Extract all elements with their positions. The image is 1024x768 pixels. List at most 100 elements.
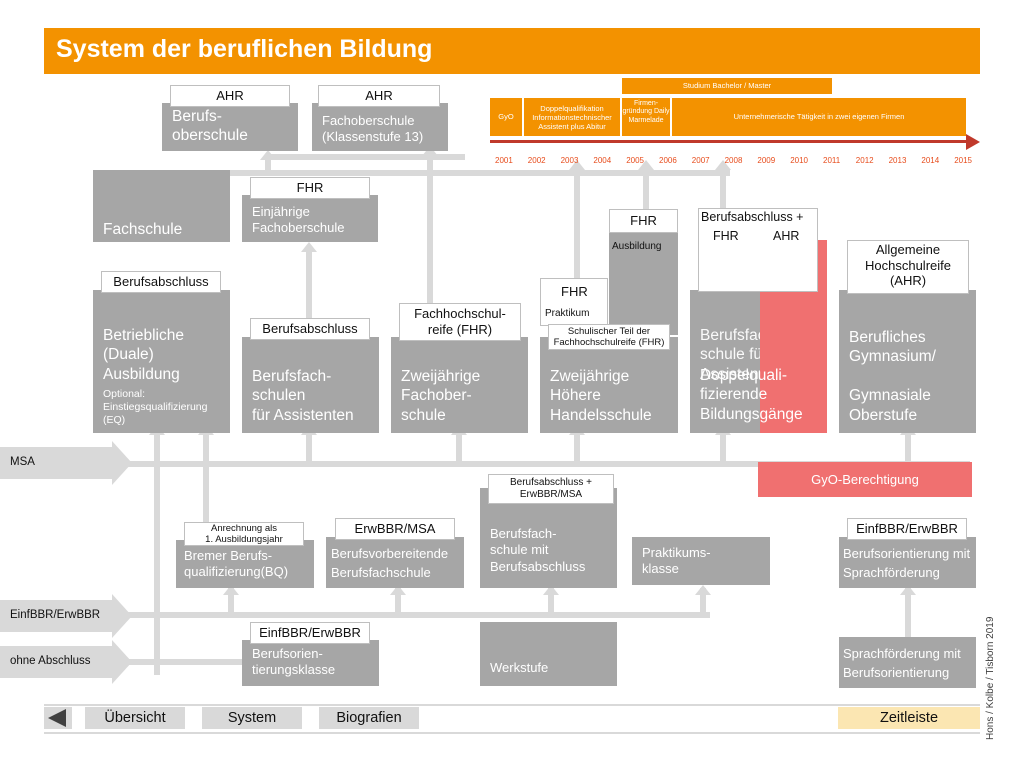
assistenten-tag: Berufsabschluss — [250, 318, 370, 340]
berufsvorbereitende-tag: ErwBBR/MSA — [335, 518, 455, 540]
studium-cell: Studium Bachelor / Master — [622, 78, 832, 94]
vline-9 — [643, 170, 649, 210]
fachoberschule13-label: Fachoberschule (Klassenstufe 13) — [322, 113, 424, 145]
gymnasium-tag: Allgemeine Hochschulreife (AHR) — [847, 240, 969, 294]
msa-line — [120, 461, 970, 467]
timeline-year: 2003 — [560, 156, 579, 165]
doppelqual-tag-fhr: FHR — [713, 229, 739, 243]
credit-text: Hons / Kolbe / Tisborn 2019 — [985, 616, 996, 740]
einjaehrige-label: Einjährige Fachoberschule — [252, 204, 345, 236]
page-title: System der beruflichen Bildung — [56, 35, 433, 63]
timeline-year: 2002 — [527, 156, 546, 165]
vline-10 — [720, 170, 726, 210]
unternehmerisch-cell: Unternehmerische Tätigkeit in zwei eigen… — [672, 98, 966, 136]
vline-1 — [154, 435, 160, 675]
berufsoberschule-box[interactable]: Berufs- oberschule — [162, 103, 298, 151]
berufsorientierung-box[interactable]: Berufsorientierung mit Sprachförderung — [839, 537, 976, 588]
arrow-up-icon — [260, 150, 276, 160]
handelsschule-praktikum: Praktikum — [545, 308, 590, 319]
vline-3 — [306, 248, 312, 318]
vline-15 — [395, 588, 401, 618]
timeline-year: 2005 — [626, 156, 644, 165]
arrow-up-icon — [695, 585, 711, 595]
uebersicht-button[interactable]: Übersicht — [85, 707, 185, 729]
berufsorientierung-label: Berufsorientierung mit Sprachförderung — [843, 546, 971, 580]
handelsschule-fhr: FHR — [561, 284, 588, 299]
arrow-up-icon — [301, 242, 317, 252]
praktikumsklasse-label: Praktikums- klasse — [642, 545, 711, 577]
gyo-cell: GyO — [490, 98, 522, 136]
sprachfoerderung-box[interactable]: Sprachförderung mit Berufsorientierung — [839, 637, 976, 688]
arrow-up-icon — [638, 160, 654, 170]
doppelqual-tag-top: Berufsabschluss + — [701, 210, 804, 224]
timeline-arrow-icon — [966, 134, 980, 150]
werkstufe-box[interactable]: Werkstufe — [480, 622, 617, 686]
fachoberschule13-tag: AHR — [318, 85, 440, 107]
triangle-left-icon — [48, 709, 66, 727]
bremer-tag: Anrechnung als 1. Ausbildungsjahr — [184, 522, 304, 546]
bfs-abschluss-label: Berufsfach- schule mit Berufsabschluss — [490, 526, 586, 574]
praktikumsklasse-box[interactable]: Praktikums- klasse — [632, 537, 770, 585]
zweijaehrige-fos-tag: Fachhochschul- reife (FHR) — [399, 303, 521, 341]
nav-divider-bottom — [44, 732, 980, 734]
handelsschule-schul-tag: Schulischer Teil der Fachhochschulreife … — [548, 324, 670, 350]
einf-line — [120, 612, 710, 618]
assistenten-box[interactable]: Berufsfach- schulen für Assistenten — [242, 337, 379, 433]
handelsschule-box[interactable]: Zweijährige Höhere Handelsschule — [540, 337, 678, 433]
einf-arrow-icon — [112, 594, 132, 638]
einjaehrige-box[interactable]: Einjährige Fachoberschule — [242, 195, 378, 242]
bremer-box[interactable]: Bremer Berufs- qualifizierung(BQ) — [176, 540, 314, 588]
handelsschule-fhr-box: FHR Praktikum — [540, 278, 608, 326]
doppelqual-label-b-wrap: Doppelquali- fizierende Bildungsgänge — [700, 366, 830, 432]
ausbildung-col-tag: FHR — [609, 209, 678, 233]
top-link-line-2 — [265, 154, 465, 160]
handelsschule-label: Zweijährige Höhere Handelsschule — [550, 368, 652, 424]
doppelqual-label-b: Doppelquali- fizierende Bildungsgänge — [700, 367, 803, 423]
vline-4 — [306, 435, 312, 465]
timeline-year: 2001 — [495, 156, 513, 165]
vline-6 — [456, 435, 462, 465]
timeline-year: 2009 — [757, 156, 776, 165]
title-bar: System der beruflichen Bildung — [44, 28, 980, 74]
assistenten-label: Berufsfach- schulen für Assistenten — [252, 368, 354, 424]
fachoberschule13-box[interactable]: Fachoberschule (Klassenstufe 13) — [312, 103, 448, 151]
timeline-year: 2014 — [921, 156, 940, 165]
msa-arrow-icon — [112, 441, 132, 485]
arrow-up-icon — [715, 160, 731, 170]
timeline-year: 2011 — [823, 156, 841, 165]
berufsoberschule-label: Berufs- oberschule — [172, 108, 248, 145]
einf-label: EinfBBR/ErwBBR — [10, 609, 101, 621]
timeline-year: 2010 — [790, 156, 808, 165]
biografien-button[interactable]: Biografien — [319, 707, 419, 729]
betriebliche-label: Betriebliche (Duale) Ausbildung — [103, 327, 184, 383]
orientierungsklasse-box[interactable]: Berufsorien- tierungsklasse — [242, 640, 379, 686]
arrow-up-icon — [900, 585, 916, 595]
berufsvorbereitende-box[interactable]: Berufsvorbereitende Berufsfachschule — [326, 537, 464, 588]
arrow-up-icon — [543, 585, 559, 595]
gyo-berechtigung-box[interactable]: GyO-Berechtigung — [758, 462, 972, 497]
timeline-year: 2007 — [691, 156, 710, 165]
back-button[interactable] — [44, 707, 72, 729]
fachschule-box[interactable]: Fachschule — [93, 170, 230, 242]
berufsorientierung-tag: EinfBBR/ErwBBR — [847, 518, 967, 540]
fachschule-label: Fachschule — [103, 221, 183, 238]
ohne-line — [120, 659, 250, 665]
betriebliche-tag: Berufsabschluss — [101, 271, 221, 293]
system-button[interactable]: System — [202, 707, 302, 729]
msa-label: MSA — [10, 456, 35, 468]
orientierungsklasse-label: Berufsorien- tierungsklasse — [252, 646, 336, 678]
bfs-abschluss-box[interactable]: Berufsfach- schule mit Berufsabschluss — [480, 488, 617, 588]
gymnasium-box[interactable]: Berufliches Gymnasium/ Gymnasiale Oberst… — [839, 290, 976, 433]
ohne-label: ohne Abschluss — [10, 655, 91, 667]
sprachfoerderung-label: Sprachförderung mit Berufsorientierung — [843, 646, 961, 680]
vline-18 — [700, 588, 706, 618]
zweijaehrige-fos-box[interactable]: Zweijährige Fachober- schule — [391, 337, 528, 433]
einjaehrige-tag: FHR — [250, 177, 370, 199]
zeitleiste-button[interactable]: Zeitleiste — [838, 707, 980, 729]
timeline-year: 2015 — [954, 156, 972, 165]
ohne-band: ohne Abschluss — [0, 646, 112, 678]
betriebliche-box[interactable]: Betriebliche (Duale) Ausbildung Optional… — [93, 290, 230, 433]
timeline-year: 2006 — [659, 156, 677, 165]
vline-12 — [905, 435, 911, 465]
